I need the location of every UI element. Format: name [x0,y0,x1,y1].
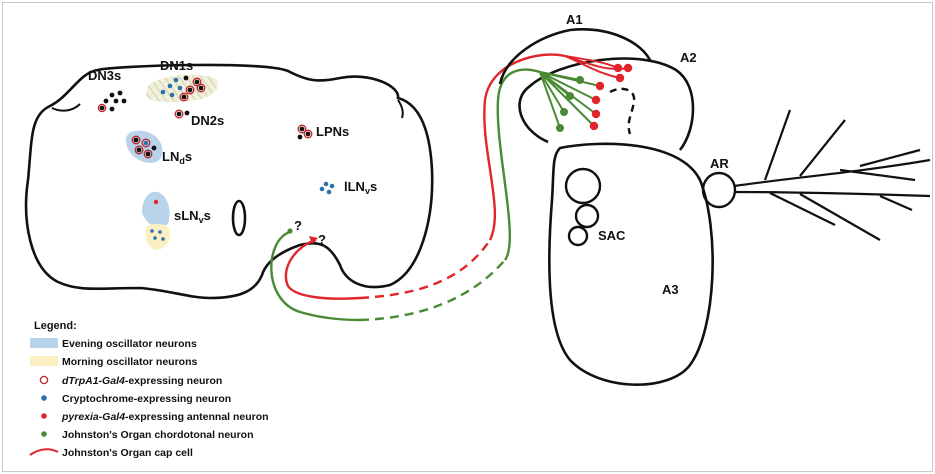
ilnv-neurons [320,182,335,195]
label-lpns: LPNs [316,124,349,139]
lpns-neurons [298,125,312,139]
brain-inner-curve-left [52,104,80,111]
pyrexia-neurons [565,56,631,129]
legend-label-chordotonal: Johnston's Organ chordotonal neuron [62,429,254,441]
label-ar: AR [710,156,729,171]
legend-swatch-pyrexia [41,413,47,419]
green-pathway-to-antenna [498,70,540,260]
legend-label-cryptochrome: Cryptochrome-expressing neuron [62,393,231,405]
question-mark-red: ? [318,232,326,247]
legend-swatch-chordotonal [41,431,47,437]
label-a3: A3 [662,282,679,297]
legend-label-capcell: Johnston's Organ cap cell [62,447,193,459]
antenna: A1 A2 AR SAC A3 [500,12,930,385]
label-a1: A1 [566,12,583,27]
chordotonal-neurons [540,72,600,131]
label-ilnvs: lLNvs [344,179,377,196]
legend-swatch-morning [30,356,58,366]
legend-swatch-capcell [30,449,58,455]
legend-swatch-cryptochrome [41,395,47,401]
sac-chamber-1 [566,169,600,203]
arista-base [703,173,735,207]
label-a2: A2 [680,50,697,65]
arista [734,110,930,240]
question-mark-green: ? [294,218,302,233]
label-sac: SAC [598,228,626,243]
brain: DN3s DN1s DN2s LPNs LNds lLNvs sLNvs [26,58,432,298]
legend-label-evening: Evening oscillator neurons [62,338,197,350]
label-dn3s: DN3s [88,68,121,83]
dn3s-neurons [98,91,126,112]
legend-label-morning: Morning oscillator neurons [62,356,198,368]
label-slnvs: sLNvs [174,208,211,225]
label-dn2s: DN2s [191,113,224,128]
green-terminal [287,228,292,233]
legend-label-pyrexia: pyrexia-Gal4-expressing antennal neuron [61,411,269,423]
dn2s-neurons [175,110,189,118]
slnv-morning-region [145,224,170,250]
legend-swatch-evening [30,338,58,348]
label-dn1s: DN1s [160,58,193,73]
label-lnds: LNds [162,149,192,166]
legend-swatch-dtrpa1 [40,376,47,383]
red-pathway-solid [286,240,360,299]
sac-chamber-3 [569,227,587,245]
sac-chamber-2 [576,205,598,227]
segment-a3 [549,144,712,385]
slnv-evening-region [142,192,170,227]
green-pathway-dashed [360,260,505,320]
legend-label-dtrpa1: dTrpA1-Gal4-expressing neuron [62,375,222,387]
red-pathway-dashed [360,240,490,298]
brain-inner-curve-right [398,100,403,118]
central-oval [233,201,245,235]
legend: Legend: Evening oscillator neurons Morni… [30,320,269,459]
dashed-structure [610,89,634,134]
legend-title: Legend: [34,320,77,332]
